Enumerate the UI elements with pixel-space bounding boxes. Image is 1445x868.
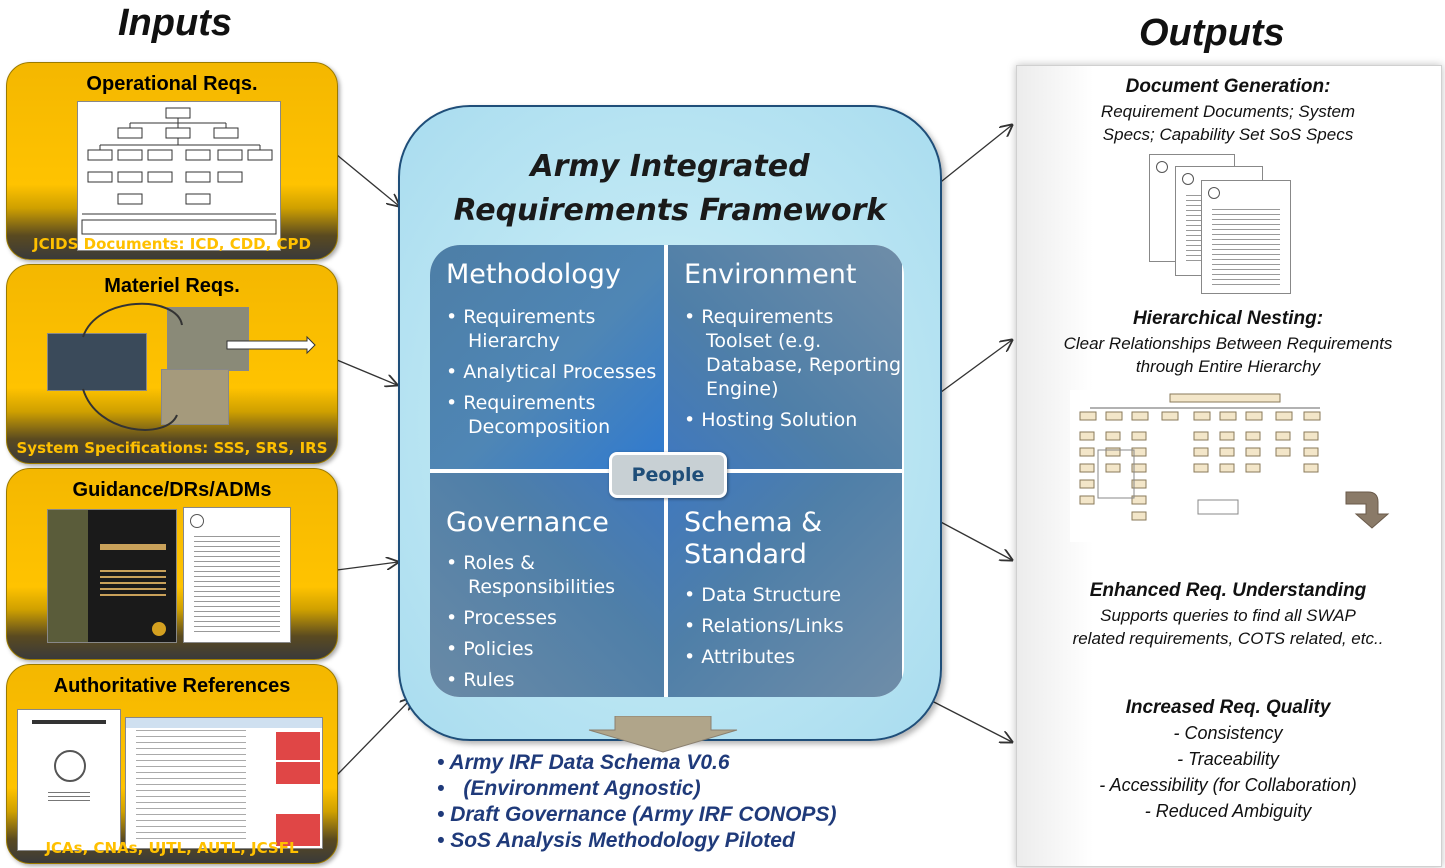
arrow-references-to-framework [336,698,412,776]
deliverables-list: Army IRF Data Schema V0.6 • (Environment… [437,750,836,854]
input-box-references: Authoritative References JCAs, CNAs, UJT… [6,664,338,864]
outputs-title: Outputs [1139,12,1285,54]
output-text-line: through Entire Hierarchy [1135,357,1321,376]
list-item: Data Structure [684,583,848,607]
framework-title-line1: Army Integrated [530,149,810,184]
materiel-cycle-icon [82,302,316,431]
output-text-line: Supports queries to find all SWAP [1100,606,1356,625]
input-box-title: Operational Reqs. [86,73,258,95]
quadrant-list: Data Structure Relations/Links Attribute… [684,583,848,676]
list-item: Relations/Links [684,614,848,638]
list-item: Requirements Toolset (e.g. Database, Rep… [684,305,902,401]
framework-title: Army Integrated Requirements Framework [400,145,940,233]
arrow-framework-to-nesting [936,340,1012,396]
list-item: Requirements Hierarchy [446,305,664,353]
input-box-title: Guidance/DRs/ADMs [72,479,272,501]
output-text-line: related requirements, COTS related, etc.… [1072,629,1384,648]
vehicle-photo [167,307,249,371]
input-box-footer: JCAs, CNAs, UJTL, AUTL, JCSFL [45,839,299,857]
joint-staff-seal-icon [54,750,86,782]
list-item: SoS Analysis Methodology Piloted [437,828,836,854]
input-box-title: Authoritative References [53,675,291,697]
capstone-concept-cover [47,509,177,643]
arrow-guidance-to-framework [336,562,398,571]
arrow-framework-to-quality [929,699,1012,742]
output-text-line: Requirement Documents; System [1100,102,1356,121]
list-item-continuation: • (Environment Agnostic) [437,776,836,802]
people-label: People [609,452,727,498]
quadrant-schema: Schema & Standard Data Structure Relatio… [668,473,902,697]
seal-icon [152,622,166,636]
function-table [125,717,323,849]
output-heading-quality: Increased Req. Quality [1125,697,1331,718]
army-seal-icon [190,514,204,528]
list-item: Draft Governance (Army IRF CONOPS) [437,802,836,828]
output-text-line: - Reduced Ambiguity [1144,801,1312,821]
soldier-photo [161,369,229,425]
output-heading-documents: Document Generation: [1125,76,1331,97]
output-text-line: - Accessibility (for Collaboration) [1099,775,1357,795]
output-text-line: - Traceability [1177,749,1279,769]
arrow-materiel-to-framework [336,359,397,385]
input-box-footer: System Specifications: SSS, SRS, IRS [16,439,328,457]
input-box-operational: Operational Reqs. JCIDS Documents: ICD, … [6,62,338,260]
output-heading-understanding: Enhanced Req. Understanding [1089,580,1367,601]
output-text-line: - Consistency [1173,723,1283,743]
quadrant-title: Environment [684,259,857,290]
quadrant-environment: Environment Requirements Toolset (e.g. D… [668,245,902,469]
curved-arrow-icon [1345,491,1390,529]
list-item: Army IRF Data Schema V0.6 [437,750,836,776]
list-item: Processes [446,606,664,630]
quadrant-methodology: Methodology Requirements Hierarchy Analy… [430,245,664,469]
input-box-guidance: Guidance/DRs/ADMs [6,468,338,660]
list-item: Requirements Decomposition [446,391,664,439]
hierarchy-diagram [1070,390,1346,542]
arrow-framework-to-understanding [936,519,1012,560]
list-item: Analytical Processes [446,360,664,384]
quadrant-title: Governance [446,507,609,538]
document-page-3 [1201,180,1291,294]
org-chart-thumbnail [77,101,281,251]
list-item: Rules [446,668,664,692]
output-text-line: Specs; Capability Set SoS Specs [1102,125,1354,144]
output-text-line: Clear Relationships Between Requirements [1063,334,1393,353]
arrow-operational-to-framework [336,154,399,206]
input-box-title: Materiel Reqs. [104,275,240,297]
framework-title-line2: Requirements Framework [453,193,887,228]
inputs-title: Inputs [118,2,232,44]
quadrant-list: Requirements Hierarchy Analytical Proces… [446,305,664,446]
memo-document [183,507,291,643]
output-heading-nesting: Hierarchical Nesting: [1132,308,1324,329]
org-chart-image [81,107,277,235]
input-box-footer: JCIDS Documents: ICD, CDD, CPD [32,235,312,253]
list-item: Roles & Responsibilities [446,551,664,599]
quadrant-title: Methodology [446,259,621,290]
list-item: Hosting Solution [684,408,902,432]
control-room-photo [47,333,147,391]
list-item: Policies [446,637,664,661]
joint-function-list-cover [17,709,121,851]
input-box-materiel: Materiel Reqs. System Specifications: SS… [6,264,338,464]
down-arrow-icon [588,716,738,753]
quadrant-list: Roles & Responsibilities Processes Polic… [446,551,664,697]
cover-photo-strip [48,510,88,642]
quadrant-title: Schema & Standard [684,507,823,570]
quadrant-governance: Governance Roles & Responsibilities Proc… [430,473,664,697]
arrow-framework-to-documents [936,125,1012,186]
list-item: Attributes [684,645,848,669]
quadrant-list: Requirements Toolset (e.g. Database, Rep… [684,305,902,439]
